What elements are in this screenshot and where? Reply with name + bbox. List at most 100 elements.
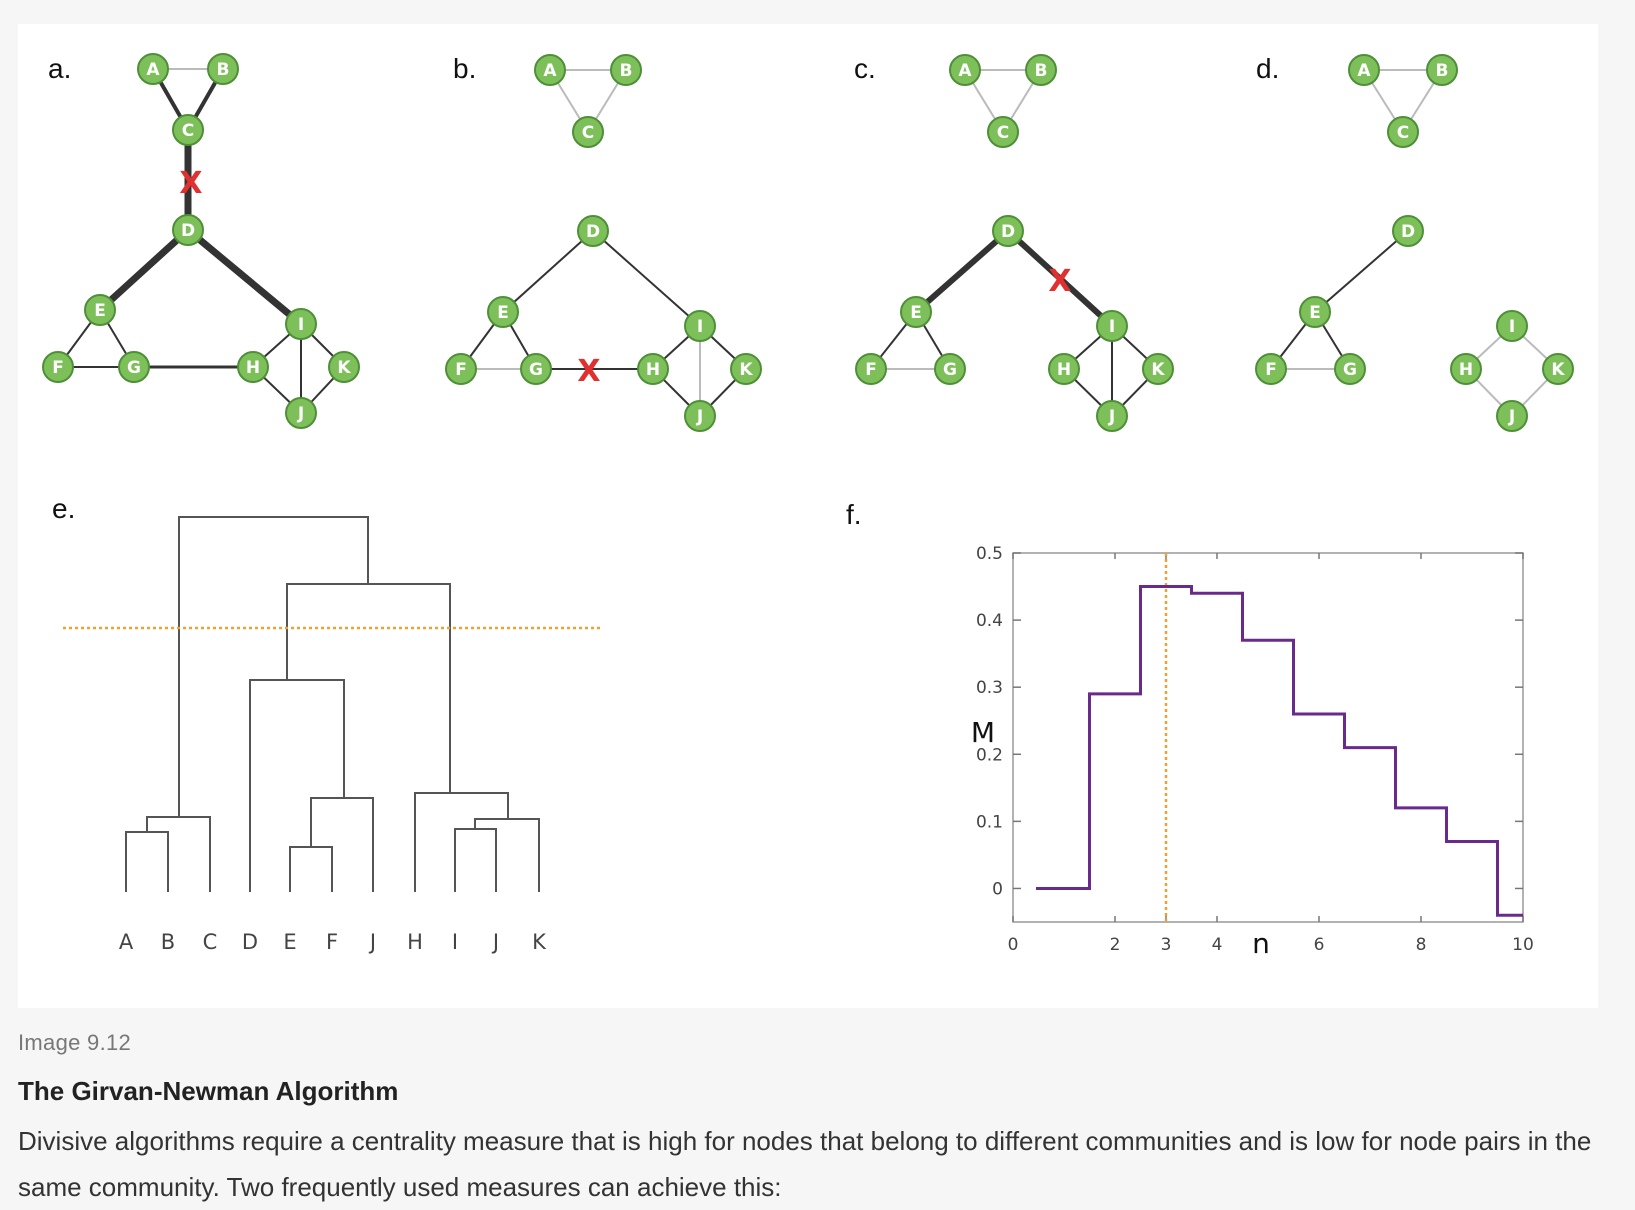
node-label-c-H: H xyxy=(1057,360,1071,380)
node-a-C xyxy=(172,114,204,146)
node-b-I xyxy=(684,310,716,342)
node-label-d-D: D xyxy=(1401,222,1415,242)
dendro-link-ij xyxy=(454,828,497,892)
node-label-d-F: F xyxy=(1265,360,1277,380)
dendro-link-ab xyxy=(125,831,169,892)
dendro-link-mid xyxy=(286,583,451,793)
y-tick-label-5: 0.5 xyxy=(976,544,1003,564)
node-label-d-J: J xyxy=(1508,407,1515,427)
node-label-c-J: J xyxy=(1108,407,1115,427)
node-label-d-A: A xyxy=(1357,61,1371,81)
node-a-B xyxy=(207,53,239,85)
node-c-K xyxy=(1142,353,1174,385)
x-tick-label-0: 0 xyxy=(1008,935,1019,955)
node-b-H xyxy=(637,353,669,385)
node-c-H xyxy=(1048,353,1080,385)
dendro-leaf-0: A xyxy=(119,930,134,954)
node-label-b-A: A xyxy=(543,61,557,81)
y-tick-label-1: 0.1 xyxy=(976,812,1003,832)
node-c-D xyxy=(992,215,1024,247)
node-c-F xyxy=(855,353,887,385)
cut-mark-c: X xyxy=(1048,264,1071,299)
node-label-b-K: K xyxy=(739,360,753,380)
node-label-b-B: B xyxy=(620,61,633,81)
node-c-A xyxy=(949,54,981,86)
node-b-F xyxy=(445,353,477,385)
modularity-step-series xyxy=(1036,585,1523,917)
panel-label-e: e. xyxy=(52,493,75,524)
node-a-K xyxy=(328,351,360,383)
node-label-c-F: F xyxy=(865,360,877,380)
node-label-a-J: J xyxy=(297,404,304,424)
node-label-b-C: C xyxy=(582,123,594,143)
node-label-b-H: H xyxy=(646,360,660,380)
dendro-link-root xyxy=(178,516,369,817)
y-tick-label-3: 0.3 xyxy=(976,678,1003,698)
dendro-leaf-1: B xyxy=(161,930,175,954)
node-label-a-G: G xyxy=(127,358,141,378)
node-label-d-G: G xyxy=(1343,360,1357,380)
dendro-leaf-10: K xyxy=(532,930,547,954)
panel-label-d: d. xyxy=(1256,53,1279,84)
dendro-leaf-7: H xyxy=(407,930,423,954)
edge-a-DE xyxy=(96,226,192,314)
node-label-a-I: I xyxy=(298,315,304,335)
x-tick-label-1: 2 xyxy=(1110,935,1121,955)
node-label-a-B: B xyxy=(217,60,230,80)
caption-title: The Girvan-Newman Algorithm xyxy=(18,1076,399,1106)
node-a-A xyxy=(137,53,169,85)
node-label-b-I: I xyxy=(697,317,703,337)
x-tick-label-3: 4 xyxy=(1212,935,1223,955)
node-b-K xyxy=(730,353,762,385)
y-tick-label-4: 0.4 xyxy=(976,611,1003,631)
dendro-leaf-9: J xyxy=(491,930,499,954)
node-d-B xyxy=(1426,54,1458,86)
dendro-leaf-2: C xyxy=(203,930,218,954)
node-d-K xyxy=(1542,353,1574,385)
node-label-d-K: K xyxy=(1551,360,1565,380)
edge-b-DE xyxy=(502,230,594,313)
node-label-b-J: J xyxy=(696,407,703,427)
node-b-A xyxy=(534,54,566,86)
edge-c-DI xyxy=(1005,228,1115,329)
dendro-link-d xyxy=(249,679,345,892)
dendro-leaf-8: I xyxy=(452,930,458,954)
dendro-link-h xyxy=(414,792,509,892)
edge-b-DI xyxy=(592,230,701,327)
node-label-d-E: E xyxy=(1309,303,1321,323)
node-a-H xyxy=(237,351,269,383)
x-tick-label-5: 8 xyxy=(1416,935,1427,955)
node-d-E xyxy=(1299,296,1331,328)
node-label-b-G: G xyxy=(529,360,543,380)
y-axis-title: M xyxy=(971,716,995,749)
node-b-E xyxy=(487,296,519,328)
node-d-F xyxy=(1255,353,1287,385)
node-a-J xyxy=(285,397,317,429)
dendro-leaf-4: E xyxy=(283,930,296,954)
node-label-a-D: D xyxy=(181,221,195,241)
node-label-c-D: D xyxy=(1001,222,1015,242)
node-a-D xyxy=(172,214,204,246)
dendro-leaf-3: D xyxy=(242,930,258,954)
node-d-C xyxy=(1387,116,1419,148)
node-label-d-I: I xyxy=(1509,317,1515,337)
node-d-H xyxy=(1450,353,1482,385)
node-a-E xyxy=(84,294,116,326)
x-tick-label-6: 10 xyxy=(1512,935,1534,955)
node-d-I xyxy=(1496,310,1528,342)
node-b-G xyxy=(520,353,552,385)
x-tick-label-2: 3 xyxy=(1161,935,1172,955)
node-d-G xyxy=(1334,353,1366,385)
cut-mark-a: X xyxy=(179,166,202,201)
node-d-D xyxy=(1392,215,1424,247)
node-label-a-F: F xyxy=(52,358,64,378)
node-label-b-E: E xyxy=(497,303,509,323)
node-a-F xyxy=(42,351,74,383)
node-label-a-C: C xyxy=(182,121,194,141)
caption-body: Divisive algorithms require a centrality… xyxy=(18,1126,1592,1202)
node-a-I xyxy=(285,308,317,340)
dendro-link-efj xyxy=(310,797,374,892)
dendro-leaf-6: J xyxy=(368,930,376,954)
panel-label-c: c. xyxy=(854,53,876,84)
